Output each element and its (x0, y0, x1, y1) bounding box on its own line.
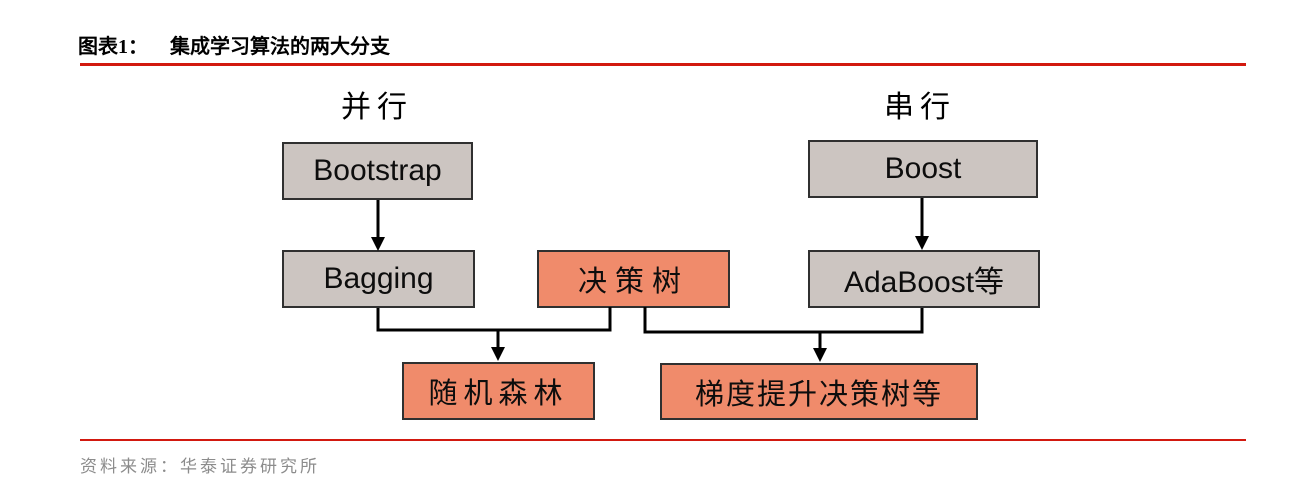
arrow-boost-to-adaboost-head (915, 236, 929, 250)
figure-number-label: 图表1： (78, 36, 148, 58)
bottom-red-rule (80, 439, 1246, 441)
node-decision-tree: 决策树 (537, 250, 730, 308)
node-gbdt: 梯度提升决策树等 (660, 363, 978, 420)
node-boost: Boost (808, 140, 1038, 198)
node-bootstrap: Bootstrap (282, 142, 473, 200)
arrow-to-gbdt-head (813, 348, 827, 362)
node-random-forest: 随机森林 (402, 362, 595, 420)
node-adaboost: AdaBoost等 (808, 250, 1040, 308)
figure-header: 图表1： 集成学习算法的两大分支 (78, 30, 390, 59)
branch-label-serial: 串行 (884, 91, 956, 124)
arrow-bootstrap-to-bagging-head (371, 237, 385, 251)
connector-decisiontree-adaboost-bracket (643, 307, 924, 334)
branch-label-parallel: 并行 (341, 91, 413, 124)
node-bagging: Bagging (282, 250, 475, 308)
arrow-to-random-forest-head (491, 347, 505, 361)
connector-bagging-decisiontree-bracket (376, 307, 612, 332)
source-note: 资料来源：华泰证券研究所 (80, 457, 320, 476)
top-red-rule (80, 63, 1246, 66)
figure-title: 集成学习算法的两大分支 (170, 36, 390, 58)
